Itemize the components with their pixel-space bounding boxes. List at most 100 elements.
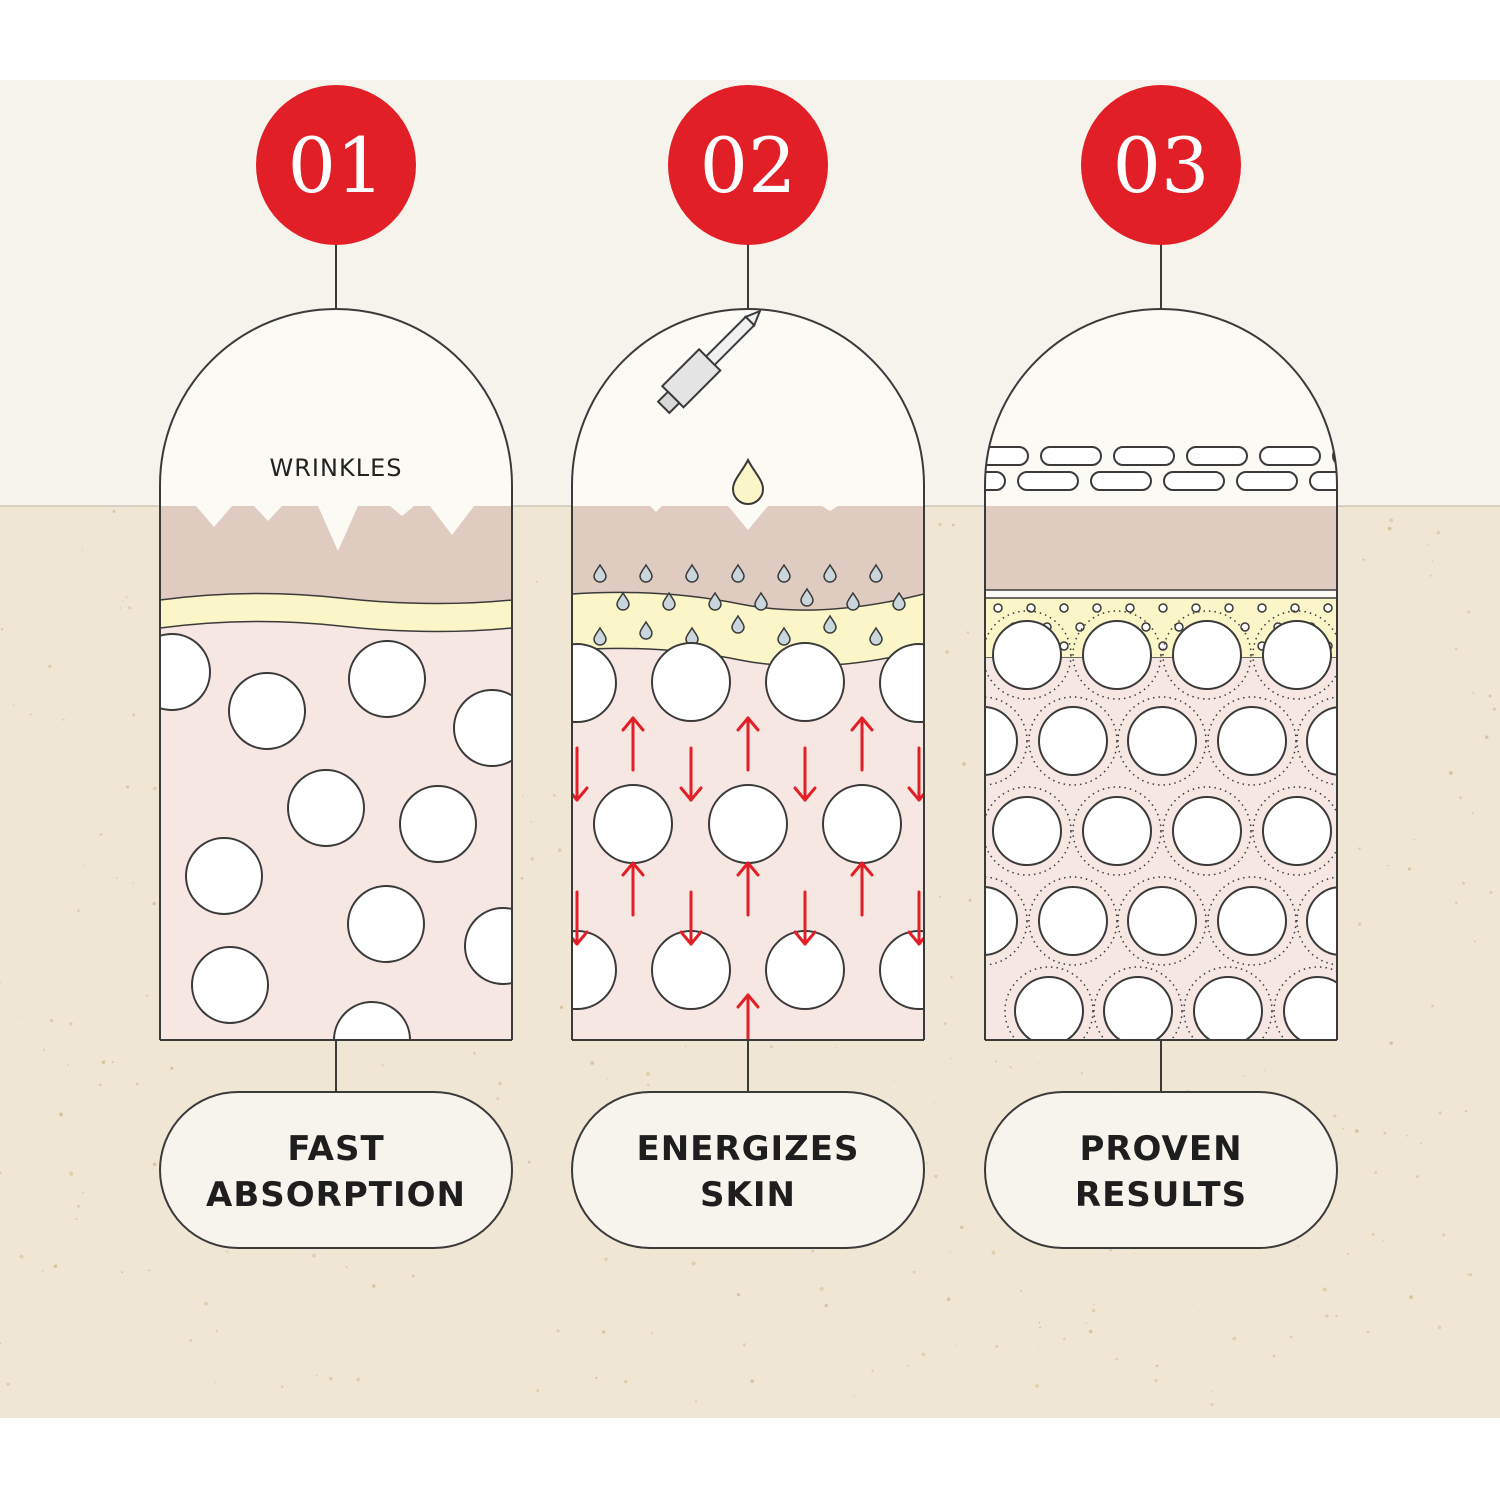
fat-layer-top-line xyxy=(160,592,512,605)
speckle xyxy=(938,522,942,527)
cell xyxy=(1162,610,1252,700)
capsule-outline-3 xyxy=(984,308,1338,1040)
speckle xyxy=(966,631,970,634)
cell xyxy=(1252,786,1337,876)
step-badge-2 xyxy=(668,85,828,245)
speckle xyxy=(1358,847,1361,850)
cell xyxy=(1162,786,1252,876)
cell xyxy=(879,643,924,723)
arrow-up-icon xyxy=(850,716,874,772)
droplet-icon xyxy=(869,626,883,646)
speckle xyxy=(522,795,524,797)
speckle xyxy=(473,1051,476,1055)
speckle xyxy=(556,1329,560,1333)
cell xyxy=(1296,876,1337,966)
speckle xyxy=(1484,735,1489,740)
speckle xyxy=(99,1083,102,1087)
speckle xyxy=(1471,812,1474,814)
speckle xyxy=(1371,1232,1375,1236)
speckle xyxy=(946,1297,951,1302)
step-number-3: 03 xyxy=(1113,121,1210,210)
speckle xyxy=(101,1060,106,1064)
cell xyxy=(1207,696,1297,786)
speckle xyxy=(152,1162,157,1167)
speckle xyxy=(132,882,134,884)
fat-dot xyxy=(1323,603,1333,613)
arrow-down-icon xyxy=(907,890,924,946)
speckle xyxy=(1357,922,1362,927)
panel-1: WRINKLES 01 FAST ABSORPTION xyxy=(159,85,513,1249)
speckle xyxy=(215,1329,219,1333)
droplet-icon xyxy=(823,563,837,583)
speckle xyxy=(1454,647,1458,651)
speckle xyxy=(1325,1314,1329,1318)
cells-1 xyxy=(160,633,512,1040)
speckle xyxy=(1488,694,1492,698)
wrinkles-annotation: WRINKLES xyxy=(270,454,403,482)
speckle xyxy=(312,1253,316,1258)
speckle xyxy=(1354,1129,1359,1133)
droplet-icon xyxy=(639,620,653,640)
speckle xyxy=(43,1048,45,1051)
speckle xyxy=(82,864,85,867)
cell xyxy=(333,1001,411,1040)
speckle xyxy=(50,1019,53,1023)
fat-dot xyxy=(1174,622,1184,632)
speckle xyxy=(991,1250,996,1255)
speckle xyxy=(1426,544,1429,546)
speckle xyxy=(1335,1314,1338,1318)
speckle xyxy=(498,1081,503,1086)
barrier-brick xyxy=(985,446,1029,466)
speckle xyxy=(769,1045,773,1049)
barrier-brick xyxy=(1259,446,1321,466)
droplet-icon xyxy=(639,563,653,583)
cell xyxy=(1273,966,1337,1040)
speckle xyxy=(601,1330,606,1334)
speckle xyxy=(1347,1252,1350,1256)
fat-dot xyxy=(1191,603,1201,613)
speckle xyxy=(1133,1252,1136,1254)
speckle xyxy=(995,1345,998,1348)
step-label-1-line1: FAST xyxy=(287,1129,384,1169)
label-pill-3 xyxy=(984,1091,1338,1249)
speckle xyxy=(119,607,122,609)
epidermis-layer xyxy=(985,506,1337,590)
speckle xyxy=(1322,1287,1327,1292)
cell xyxy=(185,837,263,915)
speckle xyxy=(21,1016,23,1018)
speckle xyxy=(153,786,157,791)
fat-dot xyxy=(1141,622,1151,632)
speckle xyxy=(1037,1063,1039,1065)
cell xyxy=(708,784,788,864)
cell xyxy=(464,907,512,985)
speckle xyxy=(82,1191,85,1194)
dropper-cap xyxy=(656,390,681,415)
speckle xyxy=(1406,1134,1409,1137)
cells-2 xyxy=(572,642,924,1010)
speckle xyxy=(950,975,953,979)
speckle xyxy=(962,762,966,766)
droplet-icon xyxy=(708,591,722,611)
arrow-down-icon xyxy=(679,890,703,946)
speckle xyxy=(1459,796,1462,800)
speckle xyxy=(1442,1233,1446,1237)
speckle xyxy=(933,1102,935,1104)
speckle xyxy=(1155,1364,1159,1368)
speckle xyxy=(1389,518,1394,523)
cell xyxy=(1296,696,1337,786)
speckle xyxy=(606,1077,608,1080)
speckle xyxy=(912,1270,916,1274)
skin-barrier-bricks xyxy=(985,446,1337,491)
speckle xyxy=(6,1382,10,1386)
barrier-brick xyxy=(1186,446,1248,466)
barrier-brick xyxy=(1040,446,1102,466)
speckle xyxy=(41,1270,44,1272)
speckle xyxy=(684,1045,687,1048)
cell xyxy=(348,640,426,718)
barrier-brick xyxy=(1090,471,1152,491)
cell xyxy=(347,885,425,963)
speckle xyxy=(871,1369,874,1372)
speckle xyxy=(1109,1248,1113,1252)
